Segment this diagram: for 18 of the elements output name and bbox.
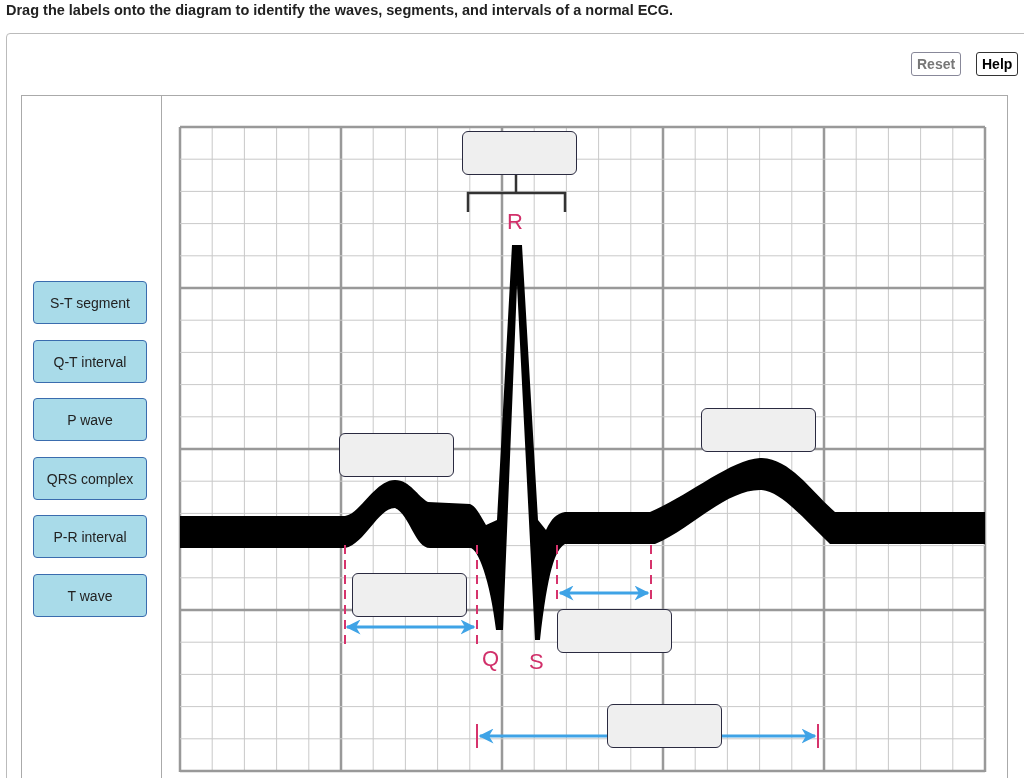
reset-button: Reset (911, 52, 962, 76)
drop-target-box (339, 433, 454, 477)
drop-target-box (607, 704, 722, 748)
drop-target-box (462, 131, 577, 175)
instruction-text: Drag the labels onto the diagram to identify the waves, segments, and intervals of a normal ECG. (6, 2, 674, 18)
drop-target-box (352, 573, 467, 617)
help-button: Help (976, 52, 1019, 76)
wave-point-letter: S (529, 651, 544, 673)
wave-point-letter: Q (482, 648, 500, 670)
drop-target-box (701, 408, 816, 452)
draggable-label: QRS complex (33, 457, 147, 500)
draggable-label: P-R interval (33, 515, 147, 558)
draggable-label: P wave (33, 398, 147, 441)
wave-point-letter: R (507, 211, 523, 233)
drop-target-box (557, 609, 672, 653)
draggable-label: S-T segment (33, 281, 147, 324)
draggable-label: T wave (33, 574, 147, 617)
draggable-label: Q-T interval (33, 340, 147, 383)
